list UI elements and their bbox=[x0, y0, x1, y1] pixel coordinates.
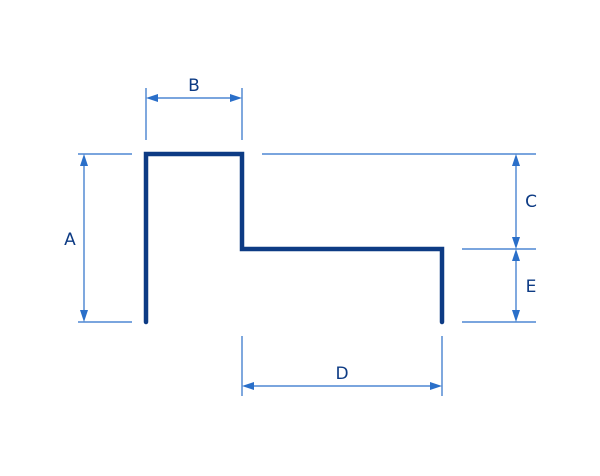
arrowhead-d-right bbox=[430, 382, 442, 390]
dimension-b: B bbox=[146, 76, 242, 102]
arrowhead-e-top bbox=[512, 249, 520, 261]
extension-lines bbox=[78, 88, 536, 396]
dimension-label-e: E bbox=[526, 277, 537, 297]
arrowhead-b-left bbox=[146, 94, 158, 102]
dimension-label-c: C bbox=[525, 192, 537, 212]
dimension-c: C bbox=[512, 154, 537, 249]
dimension-label-b: B bbox=[188, 76, 200, 96]
arrowhead-c-bottom bbox=[512, 237, 520, 249]
arrowhead-d-left bbox=[242, 382, 254, 390]
arrowhead-c-top bbox=[512, 154, 520, 166]
dimension-a: A bbox=[64, 154, 88, 322]
dimension-e: E bbox=[512, 249, 536, 322]
arrowhead-e-bottom bbox=[512, 310, 520, 322]
profile-outline bbox=[143, 151, 445, 325]
dimension-label-a: A bbox=[64, 230, 76, 250]
dimension-label-d: D bbox=[335, 364, 348, 384]
arrowhead-a-top bbox=[80, 154, 88, 166]
dimension-d: D bbox=[242, 364, 442, 390]
arrowhead-b-right bbox=[230, 94, 242, 102]
arrowhead-a-bottom bbox=[80, 310, 88, 322]
